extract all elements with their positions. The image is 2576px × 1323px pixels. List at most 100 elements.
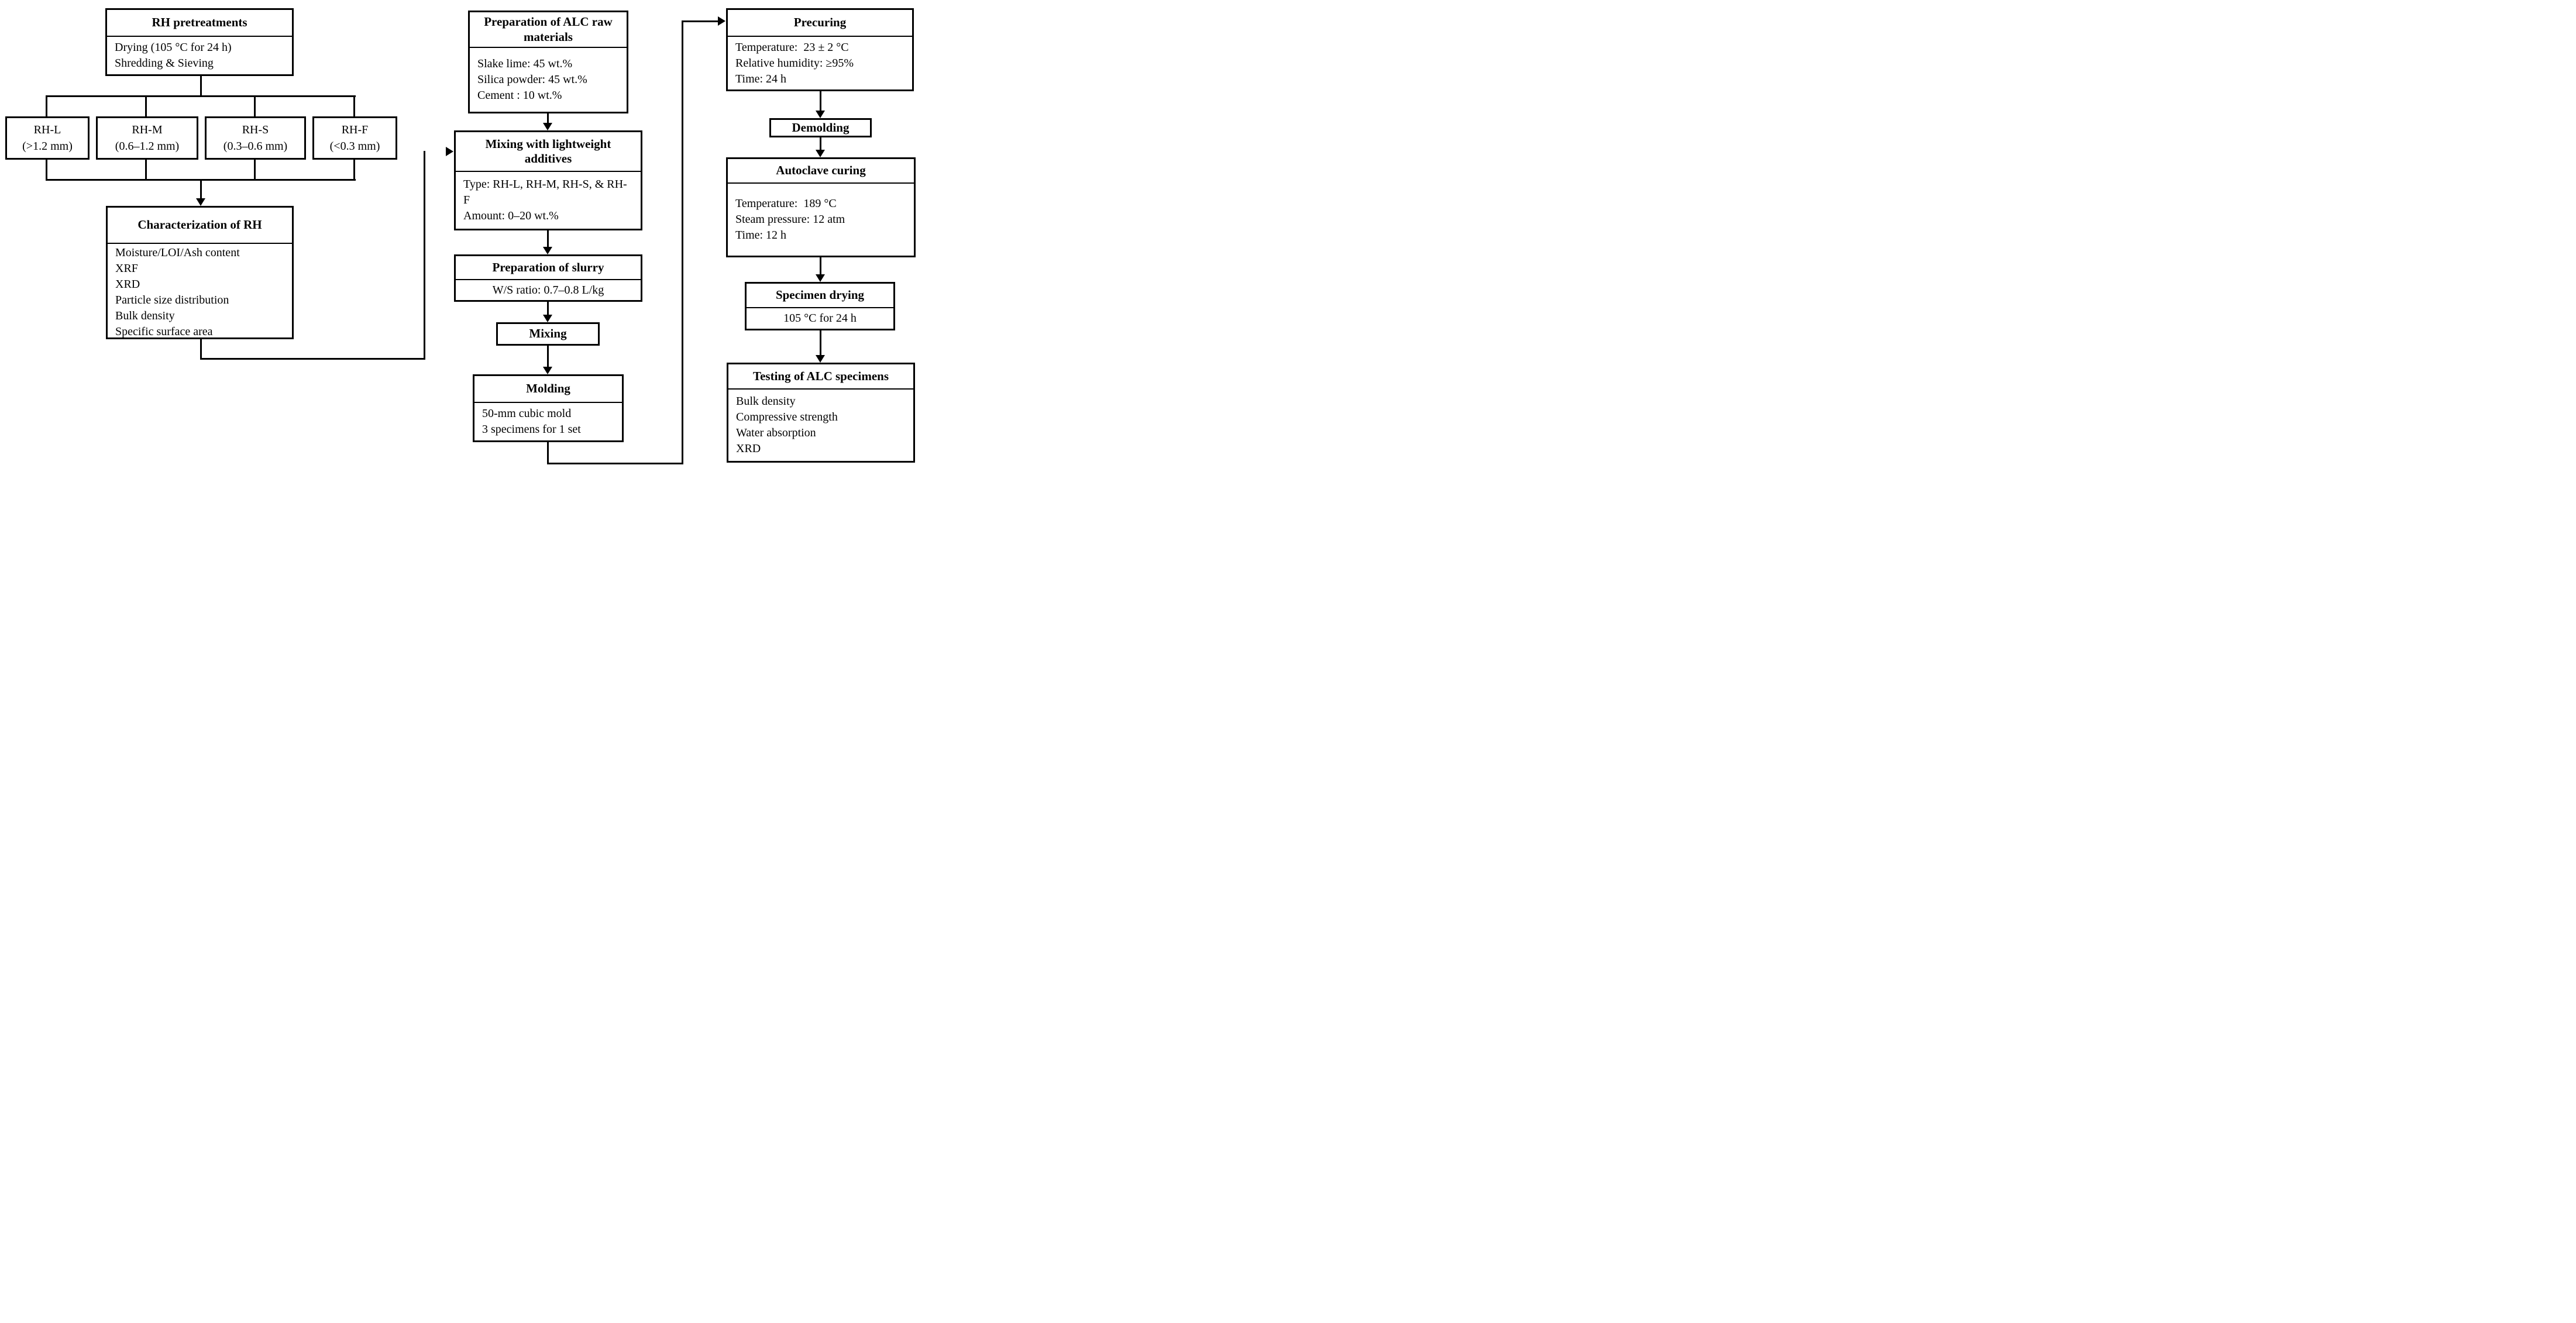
mixing-additives-body: Type: RH-L, RH-M, RH-S, & RH-F Amount: 0…	[456, 172, 641, 229]
arrowhead-testing	[816, 355, 825, 363]
arrowhead-mixing	[543, 315, 552, 322]
raw-material-line: Slake lime: 45 wt.%	[477, 57, 573, 70]
connector-specdry-down	[820, 330, 821, 356]
specimen-drying-body: 105 °C for 24 h	[747, 308, 893, 329]
specimen-drying-line: 105 °C for 24 h	[783, 312, 857, 325]
pretreatment-line: Drying (105 °C for 24 h)	[115, 41, 232, 54]
arrowhead-autoclave	[816, 150, 825, 157]
connector-rawmat-down	[547, 113, 549, 124]
arrowhead-mixing-additives-left	[446, 147, 453, 156]
fraction-name: RH-L	[33, 123, 61, 136]
connector-branch-rhm	[145, 96, 147, 118]
characterization-box: Characterization of RH Moisture/LOI/Ash …	[106, 206, 294, 339]
characterization-line: XRF	[115, 262, 138, 275]
connector-precuring-down	[820, 91, 821, 112]
molding-title: Molding	[474, 376, 622, 403]
precuring-line: Temperature: 23 ± 2 °C	[735, 40, 849, 54]
characterization-title: Characterization of RH	[108, 208, 292, 244]
arrowhead-molding	[543, 367, 552, 374]
precuring-box: Precuring Temperature: 23 ± 2 °C Relativ…	[726, 8, 914, 91]
rh-fraction-box-l: RH-L (>1.2 mm)	[5, 116, 90, 160]
connector-char-right	[200, 358, 425, 360]
characterization-line: Specific surface area	[115, 325, 213, 338]
connector-pretreat-down	[200, 75, 202, 97]
alc-raw-materials-body: Slake lime: 45 wt.% Silica powder: 45 wt…	[470, 48, 627, 112]
characterization-line: XRD	[115, 278, 140, 291]
mixing-additives-line: Amount: 0–20 wt.%	[463, 209, 559, 222]
autoclave-line: Temperature: 189 °C	[735, 197, 837, 210]
connector-char-down	[200, 339, 202, 360]
slurry-body: W/S ratio: 0.7–0.8 L/kg	[456, 280, 641, 300]
arrowhead-mixing-additives-top	[543, 123, 552, 130]
arrowhead-specimen-drying	[816, 274, 825, 282]
specimen-drying-box: Specimen drying 105 °C for 24 h	[745, 282, 895, 330]
autoclave-curing-body: Temperature: 189 °C Steam pressure: 12 a…	[728, 184, 914, 256]
slurry-line: W/S ratio: 0.7–0.8 L/kg	[492, 283, 604, 297]
precuring-line: Relative humidity: ≥95%	[735, 56, 854, 70]
connector-branch-rhl	[46, 96, 47, 118]
precuring-title: Precuring	[728, 10, 912, 37]
autoclave-curing-title: Autoclave curing	[728, 159, 914, 184]
precuring-line: Time: 24 h	[735, 72, 787, 85]
molding-body: 50-mm cubic mold 3 specimens for 1 set	[474, 403, 622, 440]
slurry-title: Preparation of slurry	[456, 256, 641, 280]
connector-branch-top	[46, 95, 356, 97]
fraction-name: RH-F	[341, 123, 369, 136]
mixing-additives-box: Mixing with lightweight additives Type: …	[454, 130, 642, 230]
testing-body: Bulk density Compressive strength Water …	[728, 390, 913, 461]
raw-material-line: Silica powder: 45 wt.%	[477, 73, 587, 86]
testing-box: Testing of ALC specimens Bulk density Co…	[727, 363, 915, 463]
connector-merge-rhm	[145, 159, 147, 181]
connector-demolding-down	[820, 137, 821, 151]
mixing-box: Mixing	[496, 322, 600, 346]
characterization-line: Particle size distribution	[115, 294, 229, 306]
connector-slurry-down	[547, 301, 549, 316]
autoclave-line: Steam pressure: 12 atm	[735, 213, 845, 226]
pretreatment-line: Shredding & Sieving	[115, 57, 214, 70]
characterization-line: Moisture/LOI/Ash content	[115, 246, 240, 259]
arrowhead-demolding	[816, 111, 825, 118]
arrowhead-precuring-left	[718, 16, 725, 26]
connector-merge-rhf	[353, 159, 355, 181]
connector-additives-down	[547, 229, 549, 247]
alc-raw-materials-box: Preparation of ALC raw materials Slake l…	[468, 11, 628, 113]
characterization-body: Moisture/LOI/Ash content XRF XRD Particl…	[108, 244, 292, 341]
fraction-size: (<0.3 mm)	[329, 140, 380, 153]
alc-raw-materials-title: Preparation of ALC raw materials	[470, 12, 627, 48]
characterization-line: Bulk density	[115, 309, 175, 322]
testing-line: Water absorption	[736, 426, 816, 439]
connector-to-characterization	[200, 179, 202, 199]
rh-fraction-box-s: RH-S (0.3–0.6 mm)	[205, 116, 306, 160]
connector-molding-down	[547, 441, 549, 464]
demolding-box: Demolding	[769, 118, 872, 137]
connector-to-precuring	[682, 20, 718, 22]
precuring-body: Temperature: 23 ± 2 °C Relative humidity…	[728, 37, 912, 89]
slurry-box: Preparation of slurry W/S ratio: 0.7–0.8…	[454, 254, 642, 302]
fraction-size: (0.3–0.6 mm)	[223, 140, 288, 153]
molding-line: 50-mm cubic mold	[482, 407, 572, 420]
fraction-size: (>1.2 mm)	[22, 140, 73, 153]
flowchart-canvas: RH pretreatments Drying (105 °C for 24 h…	[0, 0, 917, 471]
molding-box: Molding 50-mm cubic mold 3 specimens for…	[473, 374, 624, 442]
connector-branch-rhs	[254, 96, 256, 118]
molding-line: 3 specimens for 1 set	[482, 423, 581, 436]
autoclave-line: Time: 12 h	[735, 229, 787, 242]
connector-merge-rhs	[254, 159, 256, 181]
autoclave-curing-box: Autoclave curing Temperature: 189 °C Ste…	[726, 157, 916, 257]
testing-line: Bulk density	[736, 395, 796, 408]
fraction-name: RH-S	[242, 123, 269, 136]
testing-title: Testing of ALC specimens	[728, 364, 913, 390]
mixing-title: Mixing	[529, 326, 567, 341]
connector-merge-rhl	[46, 159, 47, 181]
fraction-size: (0.6–1.2 mm)	[115, 140, 180, 153]
specimen-drying-title: Specimen drying	[747, 284, 893, 308]
connector-char-up	[424, 151, 425, 360]
rh-fraction-box-m: RH-M (0.6–1.2 mm)	[96, 116, 198, 160]
connector-mixing-down	[547, 345, 549, 368]
raw-material-line: Cement : 10 wt.%	[477, 89, 562, 102]
mixing-additives-line: Type: RH-L, RH-M, RH-S, & RH-F	[463, 178, 627, 206]
mixing-additives-title: Mixing with lightweight additives	[456, 132, 641, 172]
connector-branch-rhf	[353, 96, 355, 118]
arrowhead-characterization	[196, 198, 205, 206]
connector-autoclave-down	[820, 257, 821, 275]
